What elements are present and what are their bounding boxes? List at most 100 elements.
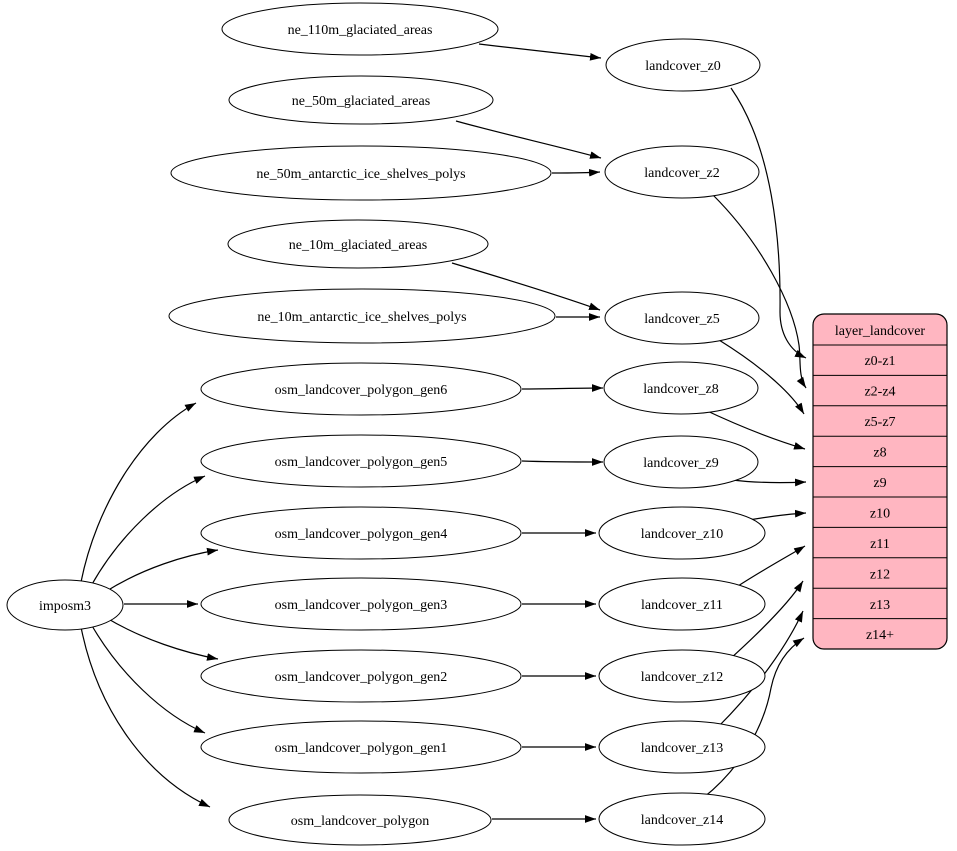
edge-imposm3-to-osm-landcover-polygon [80,626,211,808]
source-label: osm_landcover_polygon_gen3 [275,598,448,613]
edge-landcover-z8-to-row-z8 [702,408,806,450]
stage-ellipse [605,38,761,92]
stage-label: landcover_z12 [641,670,723,685]
node-landcover-z13: landcover_z13 [598,720,766,774]
source-label: osm_landcover_polygon_gen1 [275,741,448,756]
stage-ellipse [598,720,766,774]
node-osm-landcover-polygon-gen6: osm_landcover_polygon_gen6 [200,362,522,416]
stage-ellipse [603,435,759,489]
node-ne-10m-antarctic-ice-shelves-polys: ne_10m_antarctic_ice_shelves_polys [168,288,556,344]
stage-ellipse [603,361,759,415]
stage-label: landcover_z0 [645,59,720,74]
edge-landcover-z2-to-row-z2-z4 [712,194,807,389]
source-ellipse [200,649,522,703]
node-landcover-z11: landcover_z11 [598,577,766,631]
node-landcover-z12: landcover_z12 [598,649,766,703]
source-label: ne_10m_glaciated_areas [289,238,427,253]
source-label: osm_landcover_polygon_gen6 [275,383,448,398]
edge-ne-50m-glaciated-areas-to-landcover-z2 [455,120,602,159]
node-osm-landcover-polygon-gen5: osm_landcover_polygon_gen5 [200,434,522,488]
edge-osm-landcover-polygon-gen6-to-landcover-z8 [521,384,604,392]
source-label: ne_110m_glaciated_areas [288,23,433,38]
layer-row-z13: z13 [870,598,890,613]
stage-ellipse [598,506,766,560]
node-osm-landcover-polygon: osm_landcover_polygon [228,794,492,846]
source-label: osm_landcover_polygon_gen4 [275,527,448,542]
stage-label: landcover_z14 [641,813,723,828]
node-osm-landcover-polygon-gen4: osm_landcover_polygon_gen4 [200,506,522,560]
edge-landcover-z14-to-row-z14plus [702,637,805,799]
source-ellipse [168,288,556,344]
edge-imposm3-to-gen2 [104,616,219,661]
edge-ne-50m-antarctic-ice-shelves-polys-to-landcover-z2 [551,168,601,177]
node-imposm3: imposm3 [6,579,124,631]
stage-label: landcover_z9 [643,456,718,471]
source-ellipse [228,794,492,846]
node-osm-landcover-polygon-gen3: osm_landcover_polygon_gen3 [200,577,522,631]
node-ne-50m-antarctic-ice-shelves-polys: ne_50m_antarctic_ice_shelves_polys [170,145,552,201]
node-landcover-z9: landcover_z9 [603,435,759,489]
stage-label: landcover_z2 [644,166,719,181]
stage-ellipse [598,577,766,631]
layer-row-z11: z11 [870,537,890,552]
node-osm-landcover-polygon-gen1: osm_landcover_polygon_gen1 [200,720,522,774]
source-label: ne_50m_antarctic_ice_shelves_polys [256,167,465,182]
node-ne-10m-glaciated-areas: ne_10m_glaciated_areas [227,219,489,269]
edge-imposm3-to-gen1 [90,623,206,734]
layer-landcover-table: layer_landcover z0-z1 z2-z4 z5-z7 z8 z9 … [812,313,948,650]
node-landcover-z5: landcover_z5 [604,291,760,345]
layer-table-background [812,313,948,650]
edge-imposm3-to-gen5 [90,475,206,587]
edge-osm-landcover-polygon-gen5-to-landcover-z9 [521,458,604,466]
source-label: osm_landcover_polygon [291,814,429,829]
node-landcover-z8: landcover_z8 [603,361,759,415]
source-label: osm_landcover_polygon_gen2 [275,670,448,685]
edge-ne-10m-glaciated-areas-to-landcover-z5 [451,262,601,311]
source-label: ne_50m_glaciated_areas [292,94,430,109]
source-ellipse [200,434,522,488]
edge-imposm3-to-gen4 [104,547,219,593]
stage-ellipse [598,649,766,703]
node-ne-50m-glaciated-areas: ne_50m_glaciated_areas [228,75,494,125]
edge-landcover-z9-to-row-z9 [731,478,807,487]
layer-row-z9: z9 [873,476,886,491]
node-landcover-z14: landcover_z14 [598,792,766,846]
stage-label: landcover_z10 [641,527,723,542]
edge-ne-110m-glaciated-areas-to-landcover-z0 [478,43,602,61]
edge-landcover-z12-to-row-z12 [729,580,804,660]
node-landcover-z10: landcover_z10 [598,506,766,560]
layer-row-z5-z7: z5-z7 [864,415,895,430]
source-ellipse [227,219,489,269]
layer-row-z8: z8 [873,446,886,461]
edge-landcover-z11-to-row-z11 [737,545,806,587]
stage-label: landcover_z5 [644,312,719,327]
edge-landcover-z0-to-row-z0-z1 [730,87,807,359]
edges [80,43,807,823]
imposm3-label: imposm3 [39,599,91,614]
source-ellipse [200,577,522,631]
node-landcover-z2: landcover_z2 [604,145,760,199]
source-label: ne_10m_antarctic_ice_shelves_polys [257,310,466,325]
edge-imposm3-to-gen6 [80,402,197,583]
node-ne-110m-glaciated-areas: ne_110m_glaciated_areas [221,2,499,56]
stage-ellipse [598,792,766,846]
edge-landcover-z13-to-row-z13 [717,610,804,728]
layer-row-z0-z1: z0-z1 [864,354,895,369]
stage-label: landcover_z11 [641,598,723,613]
edge-landcover-z5-to-row-z5-z7 [718,339,805,415]
stage-ellipse [604,291,760,345]
source-ellipse [170,145,552,201]
node-landcover-z0: landcover_z0 [605,38,761,92]
layer-row-z12: z12 [870,568,890,583]
layer-table-title: layer_landcover [835,324,926,339]
layer-row-z2-z4: z2-z4 [864,385,895,400]
layer-row-z10: z10 [870,507,890,522]
source-ellipse [200,506,522,560]
source-ellipse [200,362,522,416]
source-ellipse [221,2,499,56]
stage-label: landcover_z13 [641,741,723,756]
source-ellipse [228,75,494,125]
stage-ellipse [604,145,760,199]
